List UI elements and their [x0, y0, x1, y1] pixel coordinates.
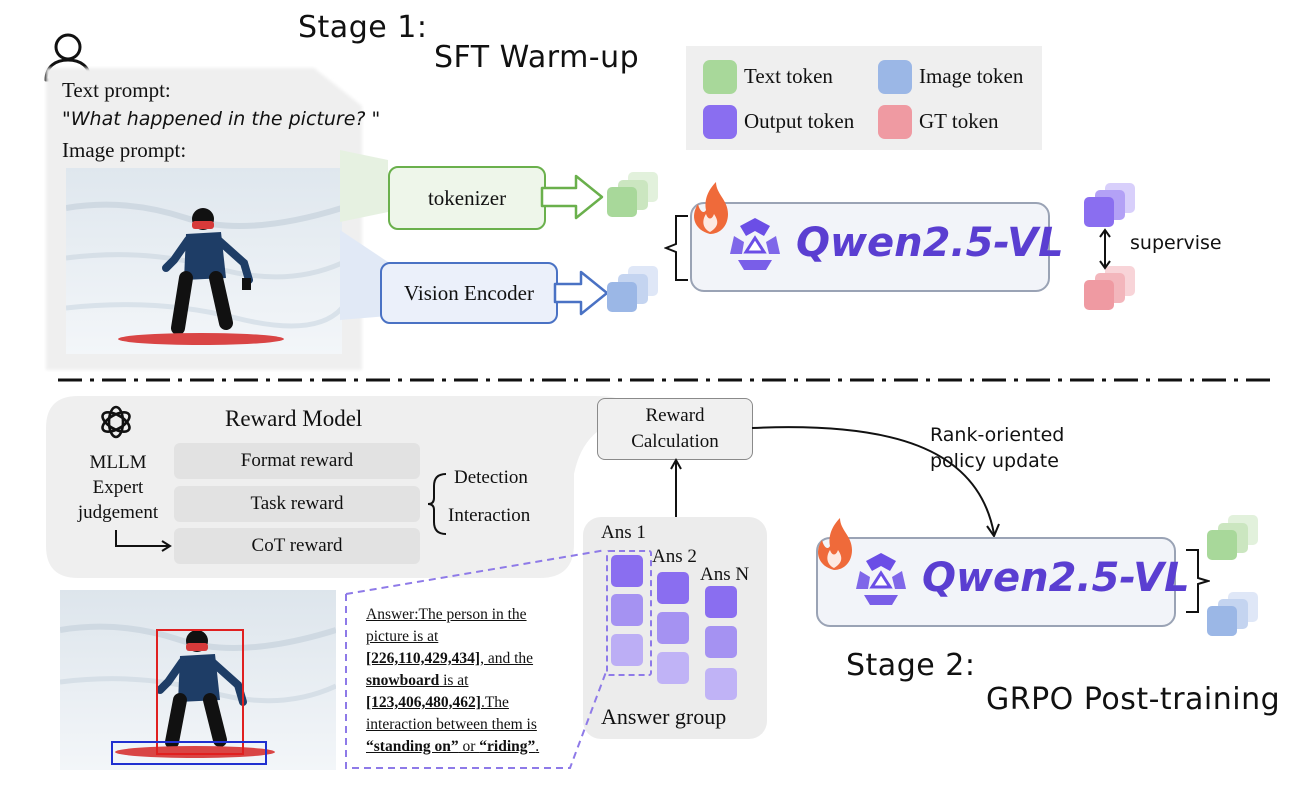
output-token-front [1084, 197, 1114, 227]
stage1-label: Stage 1: [298, 10, 428, 45]
policy-update-label: Rank-oriented policy update [930, 424, 1065, 472]
legend-swatch-text [703, 60, 737, 94]
answer-label-2: Ans 2 [652, 546, 697, 567]
flame-icon [694, 182, 728, 234]
prompt-connector [340, 150, 388, 320]
qwen-logo-icon-2 [856, 553, 906, 605]
answer1-highlight [606, 550, 652, 676]
image-prompt-label: Image prompt: [62, 138, 187, 162]
ans2-token-3 [657, 652, 689, 684]
ans2-token-1 [657, 572, 689, 604]
legend-swatch-image [878, 60, 912, 94]
answer-example-text: Answer:The person in the picture is at [… [366, 606, 540, 755]
output-brace [1186, 549, 1210, 613]
snowboarder-image [66, 168, 342, 354]
supervise-label: supervise [1130, 232, 1222, 254]
qwen-model-name-stage2: Qwen2.5-VL [922, 555, 1190, 601]
tokenizer-label: tokenizer [427, 185, 507, 210]
ans1-token-3 [611, 634, 643, 666]
legend-label-gt: GT token [919, 109, 999, 133]
task-reward-label: Task reward [250, 493, 344, 514]
legend-label-text: Text token [744, 64, 833, 88]
format-reward-label: Format reward [240, 450, 354, 471]
policy-update-arrow [751, 426, 1000, 539]
answer-label-1: Ans 1 [601, 522, 646, 543]
stage1-subtitle: SFT Warm-up [434, 40, 640, 75]
cot-reward-row: CoT reward [174, 528, 420, 564]
ans2-token-2 [657, 612, 689, 644]
expert-judgement-label: MLLM Expert judgement [77, 452, 159, 523]
ans1-token-1 [611, 555, 643, 587]
text-token-front [607, 187, 637, 217]
task-brace [427, 473, 447, 535]
qwen-logo-icon [730, 218, 780, 270]
qwen-model-name-stage1: Qwen2.5-VL [796, 220, 1064, 266]
answer-group-label: Answer group [601, 704, 727, 729]
legend [686, 46, 1042, 150]
openai-icon [101, 405, 131, 439]
answer-label-n: Ans N [700, 564, 750, 585]
legend-swatch-output [703, 105, 737, 139]
flame-icon-2 [818, 518, 852, 570]
reward-calculation-box: Reward Calculation [597, 398, 753, 460]
tokenizer-arrow [540, 174, 604, 220]
group-to-reward-arrow [670, 457, 682, 518]
legend-swatch-gt [878, 105, 912, 139]
legend-label-output: Output token [744, 109, 855, 133]
tokenizer-box: tokenizer [388, 166, 546, 230]
reward-model-title: Reward Model [225, 406, 363, 431]
answer-callout-outline [345, 549, 607, 769]
legend-label-image: Image token [919, 64, 1024, 88]
stage2-text-token-front [1207, 530, 1237, 560]
cot-reward-label: CoT reward [251, 535, 343, 556]
text-prompt-value: "What happened in the picture? " [62, 108, 381, 130]
ansn-token-2 [705, 626, 737, 658]
ans1-token-2 [611, 594, 643, 626]
reward-calculation-label: Reward Calculation [631, 405, 719, 452]
vision-encoder-label: Vision Encoder [404, 280, 534, 305]
vision-arrow [553, 270, 609, 316]
expert-to-cot-arrow [115, 530, 172, 552]
stage-separator [58, 378, 1270, 382]
person-bbox [156, 629, 244, 755]
task-reward-row: Task reward [174, 486, 420, 522]
text-prompt-label: Text prompt: [62, 78, 171, 102]
ansn-token-1 [705, 586, 737, 618]
image-token-front [607, 282, 637, 312]
ansn-token-3 [705, 668, 737, 700]
vision-encoder-box: Vision Encoder [380, 262, 558, 324]
stage2-image-token-front [1207, 606, 1237, 636]
format-reward-row: Format reward [174, 443, 420, 479]
annotated-snowboarder-image [60, 590, 336, 770]
stage2-label: Stage 2: [846, 648, 976, 683]
task-type-interaction: Interaction [448, 505, 531, 526]
snowboarder-figure [118, 208, 284, 345]
supervise-arrow [1099, 228, 1111, 270]
input-brace [664, 215, 688, 281]
snowboard-bbox [111, 741, 267, 765]
task-type-detection: Detection [454, 467, 528, 488]
stage2-subtitle: GRPO Post-training [986, 682, 1281, 717]
gt-token-front [1084, 280, 1114, 310]
